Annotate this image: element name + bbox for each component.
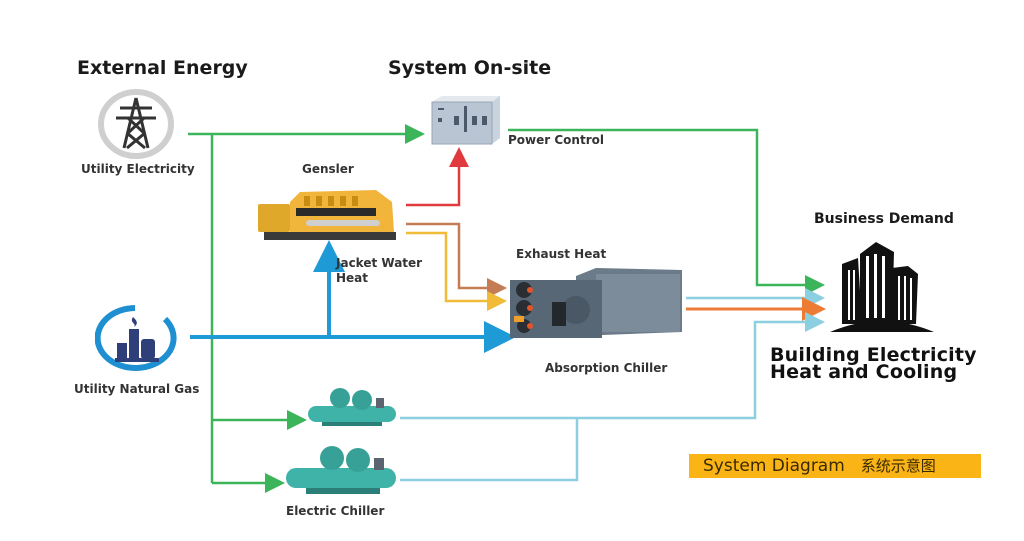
label-power-control: Power Control [508, 133, 604, 147]
label-absorption-chiller: Absorption Chiller [545, 361, 668, 375]
label-electric-chiller: Electric Chiller [286, 504, 385, 518]
badge-text-cn: 系统示意图 [860, 457, 936, 475]
heading-system-onsite: System On-site [388, 57, 552, 79]
system-diagram-badge: System Diagram 系统示意图 [689, 454, 981, 478]
absorption-chiller-icon [506, 266, 686, 342]
label-jacket-water-heat: Jacket Water Heat [336, 256, 422, 286]
line-power-control-to-building [508, 128, 825, 295]
heading-business-demand: Business Demand [814, 211, 954, 227]
label-building: Building Electricity Heat and Cooling [770, 344, 977, 383]
badge-text-en: System Diagram [703, 456, 845, 476]
line-exhaust-brown [406, 222, 507, 298]
label-exhaust-heat: Exhaust Heat [516, 247, 607, 261]
label-jacket-water-line1: Jacket Water [336, 256, 423, 270]
label-building-line1: Building Electricity [770, 344, 977, 366]
electric-chiller-icon [282, 444, 400, 500]
buildings-icon [828, 240, 936, 332]
gas-plant-icon [94, 305, 181, 371]
line-exhaust-yellow [406, 231, 507, 311]
power-tower-icon [96, 88, 176, 160]
label-gensler: Gensler [302, 162, 354, 176]
switchgear-cabinet-icon [430, 94, 502, 146]
line-chiller-2-cooling [400, 418, 579, 482]
label-building-line2: Heat and Cooling [770, 361, 958, 383]
label-jacket-water-line2: Heat [336, 271, 369, 285]
generator-icon [256, 184, 402, 244]
line-gensler-to-power-control [406, 147, 469, 207]
electric-chiller-icon [302, 386, 398, 430]
heading-external-energy: External Energy [77, 57, 248, 79]
label-utility-natural-gas: Utility Natural Gas [74, 382, 200, 396]
label-utility-electricity: Utility Electricity [81, 162, 195, 176]
